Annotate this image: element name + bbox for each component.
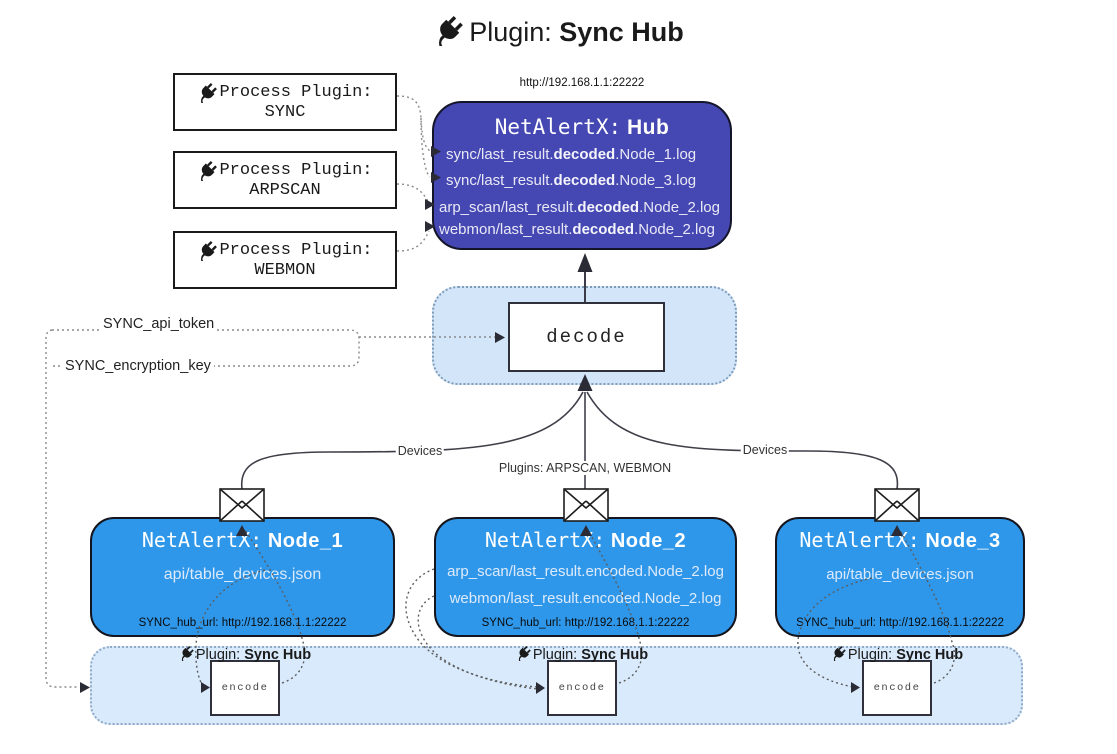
node-title: NetAlertX: Node_2 — [436, 528, 735, 553]
node-title-prefix: NetAlertX: — [484, 528, 606, 552]
node-title-name: Node_1 — [267, 530, 344, 552]
plug-icon — [516, 646, 531, 661]
plug-icon — [197, 83, 217, 103]
page-title-name: Sync Hub — [559, 17, 684, 47]
sync-api-token-label: SYNC_api_token — [100, 316, 218, 332]
node-file: webmon/last_result.encoded.Node_2.log — [449, 590, 722, 607]
sync-encryption-key-label: SYNC_encryption_key — [62, 358, 214, 374]
hub-title-name: Hub — [626, 116, 670, 139]
log-post: .Node_2.log — [634, 221, 715, 238]
node-3-box: NetAlertX: Node_3 api/table_devices.json… — [775, 517, 1025, 637]
node-file: arp_scan/last_result.encoded.Node_2.log — [447, 563, 724, 580]
process-plugin-name: WEBMON — [254, 260, 316, 280]
plug-icon — [197, 241, 217, 261]
process-plugin-name: ARPSCAN — [249, 180, 321, 200]
node-title-name: Node_3 — [925, 530, 1001, 552]
plug-icon — [433, 16, 463, 46]
hub-box: NetAlertX: Hub sync/last_result.decoded.… — [432, 101, 732, 250]
hub-url-label: http://192.168.1.1:22222 — [519, 77, 645, 89]
node-1-box: NetAlertX: Node_1 api/table_devices.json… — [90, 517, 395, 637]
node-title-prefix: NetAlertX: — [799, 528, 920, 552]
hub-title-prefix: NetAlertX: — [494, 115, 622, 139]
process-plugin-sync: Process Plugin: SYNC — [173, 73, 397, 131]
encode-plugin-label: Plugin: Sync Hub — [179, 646, 311, 663]
page-title-label: Plugin: — [469, 17, 552, 47]
log-mid: decoded — [553, 146, 616, 163]
node-title: NetAlertX: Node_1 — [92, 528, 393, 553]
edge-label-plugins: Plugins: ARPSCAN, WEBMON — [496, 461, 674, 475]
encode-label-prefix: Plugin: — [532, 647, 578, 663]
encode-label-name: Sync Hub — [244, 647, 312, 663]
node-title: NetAlertX: Node_3 — [777, 528, 1023, 553]
log-pre: sync/last_result. — [446, 146, 554, 163]
hub-log-entry: arp_scan/last_result.decoded.Node_2.log — [439, 199, 720, 216]
process-plugin-name: SYNC — [264, 102, 306, 122]
encode-box-2: encode — [547, 660, 617, 716]
hub-log-entry: sync/last_result.decoded.Node_3.log — [446, 172, 696, 189]
page-title: Plugin: Sync Hub — [0, 16, 1117, 48]
encode-label-name: Sync Hub — [581, 647, 649, 663]
encode-plugin-label: Plugin: Sync Hub — [831, 646, 963, 663]
log-mid: decoded — [577, 199, 640, 216]
log-mid: decoded — [553, 172, 616, 189]
process-plugin-label: Process Plugin: — [219, 241, 373, 260]
node-file: api/table_devices.json — [826, 566, 974, 583]
process-plugin-label: Process Plugin: — [219, 161, 373, 180]
plug-icon — [197, 161, 217, 181]
decode-box: decode — [508, 302, 665, 372]
process-plugin-webmon: Process Plugin: WEBMON — [173, 231, 397, 289]
encode-label-name: Sync Hub — [896, 647, 964, 663]
log-post: .Node_1.log — [615, 146, 697, 163]
node-hub-url: SYNC_hub_url: http://192.168.1.1:22222 — [138, 617, 347, 629]
node-title-prefix: NetAlertX: — [141, 528, 263, 552]
edge-label-devices-right: Devices — [740, 443, 790, 457]
edge-label-devices-left: Devices — [395, 444, 445, 458]
encode-label-prefix: Plugin: — [195, 647, 241, 663]
plug-icon — [831, 646, 846, 661]
log-mid: decoded — [572, 221, 635, 238]
node-2-box: NetAlertX: Node_2 arp_scan/last_result.e… — [434, 517, 737, 637]
node-hub-url: SYNC_hub_url: http://192.168.1.1:22222 — [481, 617, 690, 629]
log-post: .Node_2.log — [639, 199, 720, 216]
encode-label-prefix: Plugin: — [847, 647, 893, 663]
hub-log-entry: sync/last_result.decoded.Node_1.log — [446, 146, 696, 163]
plug-icon — [179, 646, 194, 661]
log-pre: sync/last_result. — [446, 172, 554, 189]
node-title-name: Node_2 — [610, 530, 687, 552]
hub-title: NetAlertX: Hub — [434, 115, 730, 140]
process-plugin-label: Process Plugin: — [219, 83, 373, 102]
encode-box-1: encode — [210, 660, 280, 716]
node-hub-url: SYNC_hub_url: http://192.168.1.1:22222 — [796, 617, 1004, 629]
connector-config — [45, 329, 505, 693]
log-pre: arp_scan/last_result. — [439, 199, 578, 216]
process-plugin-arpscan: Process Plugin: ARPSCAN — [173, 151, 397, 209]
node-file: api/table_devices.json — [163, 566, 322, 583]
encode-plugin-label: Plugin: Sync Hub — [516, 646, 648, 663]
encode-box-3: encode — [862, 660, 932, 716]
log-post: .Node_3.log — [615, 172, 697, 189]
hub-log-entry: webmon/last_result.decoded.Node_2.log — [439, 221, 715, 238]
log-pre: webmon/last_result. — [439, 221, 573, 238]
